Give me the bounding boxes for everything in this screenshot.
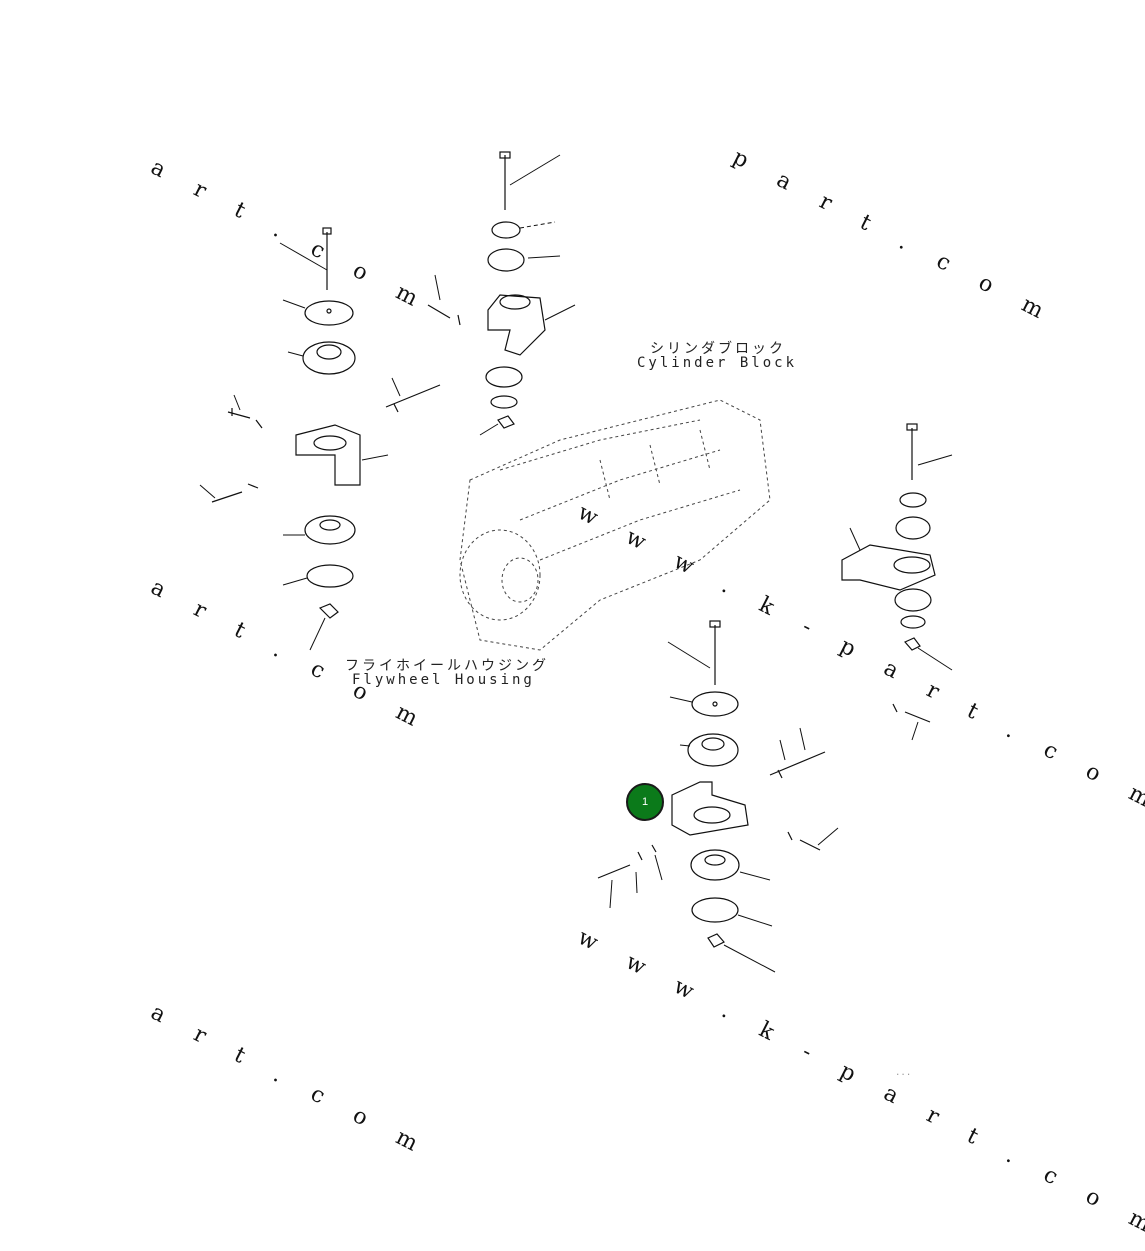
cylinder-block-label-jp: シリンダブロック [650,341,786,357]
right-mount-stack [841,423,953,741]
engine-block-outline [459,399,771,651]
center-upper-mount-stack [427,151,576,436]
callout-1-button[interactable]: 1 [626,783,664,821]
lower-mount-stack [597,620,839,973]
drawing-number: ... [895,1068,912,1078]
left-upper-mount-stack [199,227,441,651]
cylinder-block-label: Cylinder Block [637,355,798,371]
flywheel-housing-label-jp: フライホイールハウジング [345,658,549,674]
flywheel-housing-label: Flywheel Housing [352,672,535,688]
